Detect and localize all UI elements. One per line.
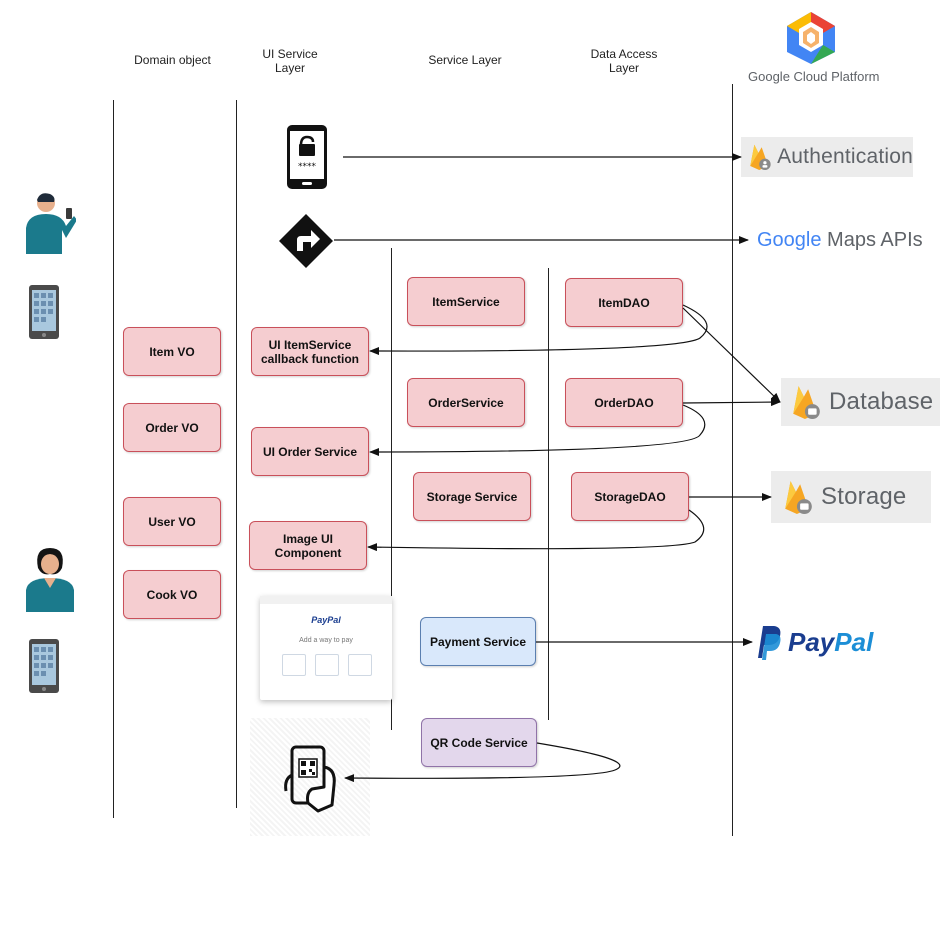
header-domain-object: Domain object	[134, 53, 211, 67]
authentication-service: Authentication	[741, 137, 913, 177]
image-ui-component: Image UI Component	[249, 521, 367, 570]
storage-dao: StorageDAO	[571, 472, 689, 521]
arrow-itemdao-to-ui-callback	[369, 304, 708, 356]
tablet-device-icon	[29, 285, 59, 339]
card-option-icon[interactable]	[315, 654, 339, 676]
database-service: Database	[781, 378, 940, 426]
arrow-storagedao-to-image-ui	[367, 509, 705, 552]
authentication-label: Authentication	[777, 145, 913, 168]
firebase-icon	[793, 386, 820, 419]
lane-divider-2	[236, 100, 238, 808]
firebase-icon	[750, 144, 771, 171]
domain-user-vo: User VO	[123, 497, 221, 546]
qr-phone-icon	[284, 745, 336, 813]
storage-service: Storage Service	[413, 472, 531, 521]
storage-label: Storage	[821, 483, 907, 510]
google-maps-apis: Google Maps APIs	[757, 229, 923, 252]
lane-divider-1	[113, 100, 115, 818]
direction-sign-icon	[279, 214, 333, 268]
domain-cook-vo: Cook VO	[123, 570, 221, 619]
paypal-card-subtitle: Add a way to pay	[299, 637, 353, 644]
firebase-icon	[785, 481, 812, 514]
qr-code-service: QR Code Service	[421, 718, 537, 767]
google-wordmark: Google	[757, 229, 822, 251]
paypal-wordmark-pay: Pay	[788, 626, 835, 657]
domain-order-vo: Order VO	[123, 403, 221, 452]
arrow-qr-to-phone	[344, 742, 621, 783]
tablet-device-icon-2	[29, 639, 59, 693]
arrow-orderdao-to-database	[682, 398, 781, 407]
storage-service-ext: Storage	[771, 471, 931, 523]
arrow-itemdao-to-database	[682, 307, 781, 403]
payment-service: Payment Service	[420, 617, 536, 666]
header-data-access-layer: Data Access Layer	[590, 47, 658, 75]
gcp-logo-icon	[787, 12, 835, 64]
bank-option-icon[interactable]	[282, 654, 306, 676]
order-service: OrderService	[407, 378, 525, 427]
paypal-payment-card: PayPal Add a way to pay	[260, 596, 392, 700]
paypal-card-brand: PayPal	[311, 615, 341, 625]
lane-divider-3	[391, 248, 393, 730]
paypal-wordmark: PayPal	[788, 627, 873, 658]
user-female-icon	[26, 548, 74, 612]
lane-divider-4	[548, 268, 550, 720]
phone-lock-icon: ****	[287, 125, 327, 189]
lane-divider-5	[732, 84, 734, 836]
ui-itemservice-callback: UI ItemService callback function	[251, 327, 369, 376]
gcp-label: Google Cloud Platform	[748, 69, 880, 84]
arrow-orderdao-to-ui-order	[369, 404, 706, 456]
item-service: ItemService	[407, 277, 525, 326]
maps-apis-label: Maps APIs	[821, 229, 923, 251]
database-label: Database	[829, 388, 934, 415]
item-dao: ItemDAO	[565, 278, 683, 327]
svg-text:****: ****	[298, 162, 317, 172]
user-male-icon	[26, 193, 76, 254]
order-dao: OrderDAO	[565, 378, 683, 427]
paypal-wordmark-pal: Pal	[834, 626, 874, 657]
paypal-icon	[758, 626, 781, 660]
header-ui-service-layer: UI Service Layer	[262, 47, 318, 75]
ui-order-service: UI Order Service	[251, 427, 369, 476]
add-option-icon[interactable]	[348, 654, 372, 676]
paypal-logo: PayPal	[752, 624, 873, 660]
domain-item-vo: Item VO	[123, 327, 221, 376]
header-service-layer: Service Layer	[428, 53, 502, 67]
